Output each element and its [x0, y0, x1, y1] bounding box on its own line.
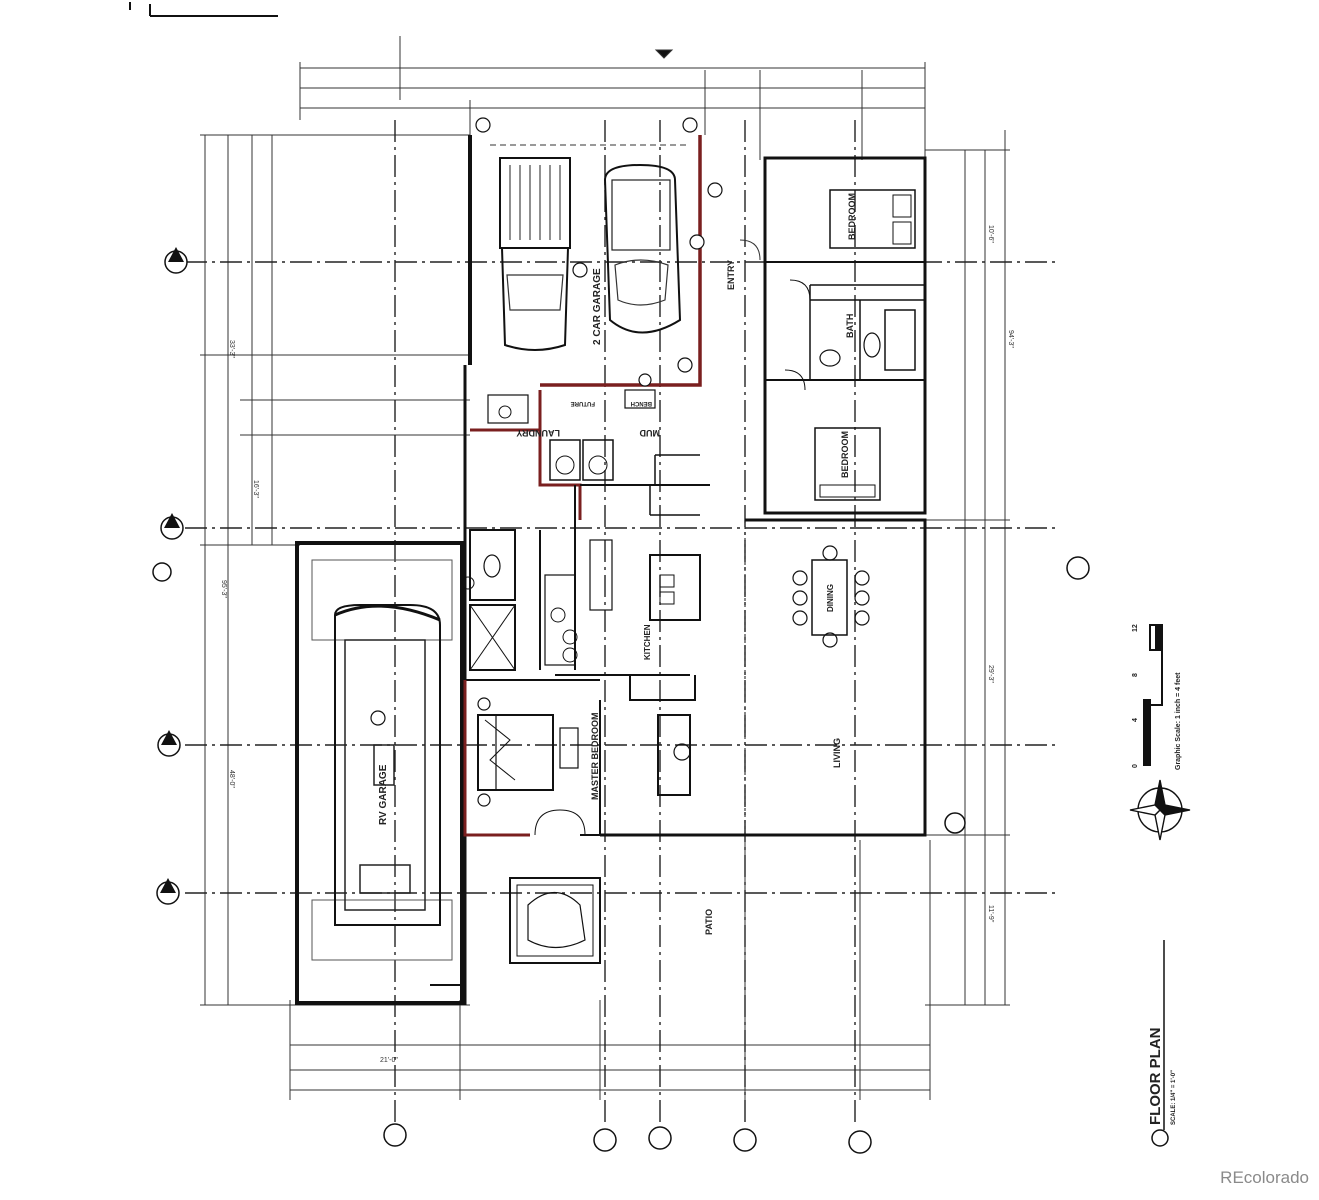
master-bedroom [463, 679, 600, 837]
entry-door-swing [739, 239, 761, 261]
label-two-car-garage: 2 CAR GARAGE [592, 268, 603, 345]
label-living: LIVING [832, 738, 842, 768]
scale-tick-12: 12 [1132, 624, 1139, 632]
scale-tick-4: 4 [1132, 718, 1139, 722]
label-mud: MUD [639, 428, 660, 438]
recolorado-watermark: REcolorado [1220, 1168, 1309, 1187]
title-block [1151, 940, 1169, 1147]
structural-grid-lines [185, 120, 1060, 1125]
dim-left-sub-1: 33'-3" [228, 340, 235, 358]
label-bench: BENCH [631, 400, 652, 406]
dim-rv-depth: 48'-0" [228, 770, 235, 788]
plan-scale: SCALE: 1/4" = 1'-0" [1171, 1070, 1177, 1125]
laundry-mud-area [463, 365, 710, 1005]
dim-right-sub-3: 11'-9" [987, 905, 994, 923]
dim-right-sub-2: 29'-3" [987, 665, 994, 683]
graphic-scale-bar [1143, 624, 1163, 766]
grid-markers-left [152, 250, 188, 905]
dim-rv-width: 21'-0" [380, 1057, 398, 1064]
label-laundry: LAUNDRY [516, 428, 560, 438]
label-future: FUTURE [571, 400, 595, 406]
label-rv-garage: RV GARAGE [378, 764, 389, 825]
patio [430, 812, 966, 1003]
dim-overall-depth: 95'-3" [220, 580, 227, 598]
label-bedroom-1: BEDROOM [847, 193, 857, 240]
label-dining: DINING [826, 584, 835, 612]
kitchen [539, 485, 701, 701]
graphic-scale-label: Graphic Scale: 1 inch = 4 feet [1175, 672, 1182, 770]
dim-right-sub-1: 10'-6" [987, 225, 994, 243]
dim-overall-depth-right: 94'-3" [1007, 330, 1014, 348]
two-car-garage [468, 117, 723, 387]
scale-tick-0: 0 [1132, 764, 1139, 768]
label-master-bedroom: MASTER BEDROOM [590, 713, 600, 801]
label-bedroom-2: BEDROOM [840, 431, 850, 478]
label-bath: BATH [845, 314, 855, 338]
dim-left-sub-2: 16'-3" [252, 480, 259, 498]
page-corner-mark [129, 2, 278, 17]
north-arrow-icon [1129, 779, 1191, 841]
scale-tick-8: 8 [1132, 673, 1139, 677]
powder-bath [461, 529, 516, 671]
top-dimension-lines [299, 36, 926, 160]
left-dimension-lines [200, 134, 470, 1006]
label-kitchen: KITCHEN [643, 624, 652, 660]
plan-title: FLOOR PLAN [1147, 1028, 1164, 1126]
dining-living [599, 518, 927, 837]
rv-garage [295, 541, 464, 1005]
bedroom-wing [763, 156, 927, 515]
label-entry: ENTRY [726, 260, 736, 290]
right-dimension-lines [925, 130, 1010, 1006]
label-patio: PATIO [704, 909, 714, 935]
grid-markers-bottom [383, 556, 1090, 1154]
